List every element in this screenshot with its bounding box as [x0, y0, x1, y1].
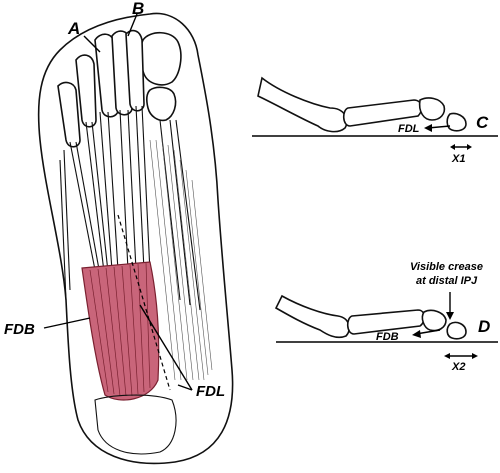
- pointer-FDB: [43, 317, 91, 329]
- metatarsals: [59, 105, 201, 311]
- label-FDB-left: FDB: [4, 321, 35, 338]
- crease-arrowhead: [446, 312, 454, 320]
- great-toe: [139, 31, 182, 86]
- fdb-arrowhead-d: [412, 330, 421, 338]
- pointer-FDL-a: [139, 304, 193, 391]
- distal-phalanx-c: [446, 112, 467, 132]
- label-crease-line2: at distal IPJ: [416, 275, 478, 287]
- label-X2: X2: [451, 361, 465, 373]
- lesser-toes: [57, 29, 145, 148]
- label-crease-line1: Visible crease: [410, 261, 483, 273]
- label-FDL-side: FDL: [398, 123, 420, 135]
- pointer-FDL-b: [177, 384, 193, 391]
- middle-phalanx-c: [418, 97, 446, 121]
- proximal-phalanx-c: [342, 99, 423, 127]
- pointer-A: [83, 35, 101, 53]
- calcaneus: [94, 394, 177, 455]
- fdl-tendon-dashed: [117, 214, 171, 391]
- label-B: B: [132, 0, 144, 18]
- toe-lateral-view-d: [274, 292, 498, 359]
- foot-plantar-view: [37, 12, 234, 465]
- metatarsal-d: [274, 294, 351, 339]
- x2-arrowhead-l: [444, 353, 450, 359]
- middle-phalanx-d: [421, 309, 447, 332]
- fdl-arrowhead-c: [424, 124, 432, 132]
- label-FDL-bottom: FDL: [196, 383, 225, 400]
- label-A: A: [67, 19, 80, 38]
- label-C: C: [476, 113, 489, 132]
- proximal-phalanx-d: [346, 309, 426, 335]
- label-FDB-side: FDB: [376, 331, 399, 343]
- fdb-muscle-fibers: [89, 262, 151, 397]
- x2-arrowhead-r: [472, 353, 478, 359]
- distal-phalanx-d: [446, 321, 467, 340]
- label-D: D: [478, 317, 490, 336]
- label-X1: X1: [451, 153, 465, 165]
- x1-arrowhead-l: [450, 144, 455, 150]
- toe-lateral-view-c: [252, 76, 498, 150]
- great-toe-phalanx: [145, 86, 177, 122]
- pointer-B: [127, 13, 138, 37]
- lateral-muscle-hatching: [149, 139, 213, 381]
- metatarsal-c: [257, 76, 348, 133]
- x1-arrowhead-r: [467, 144, 472, 150]
